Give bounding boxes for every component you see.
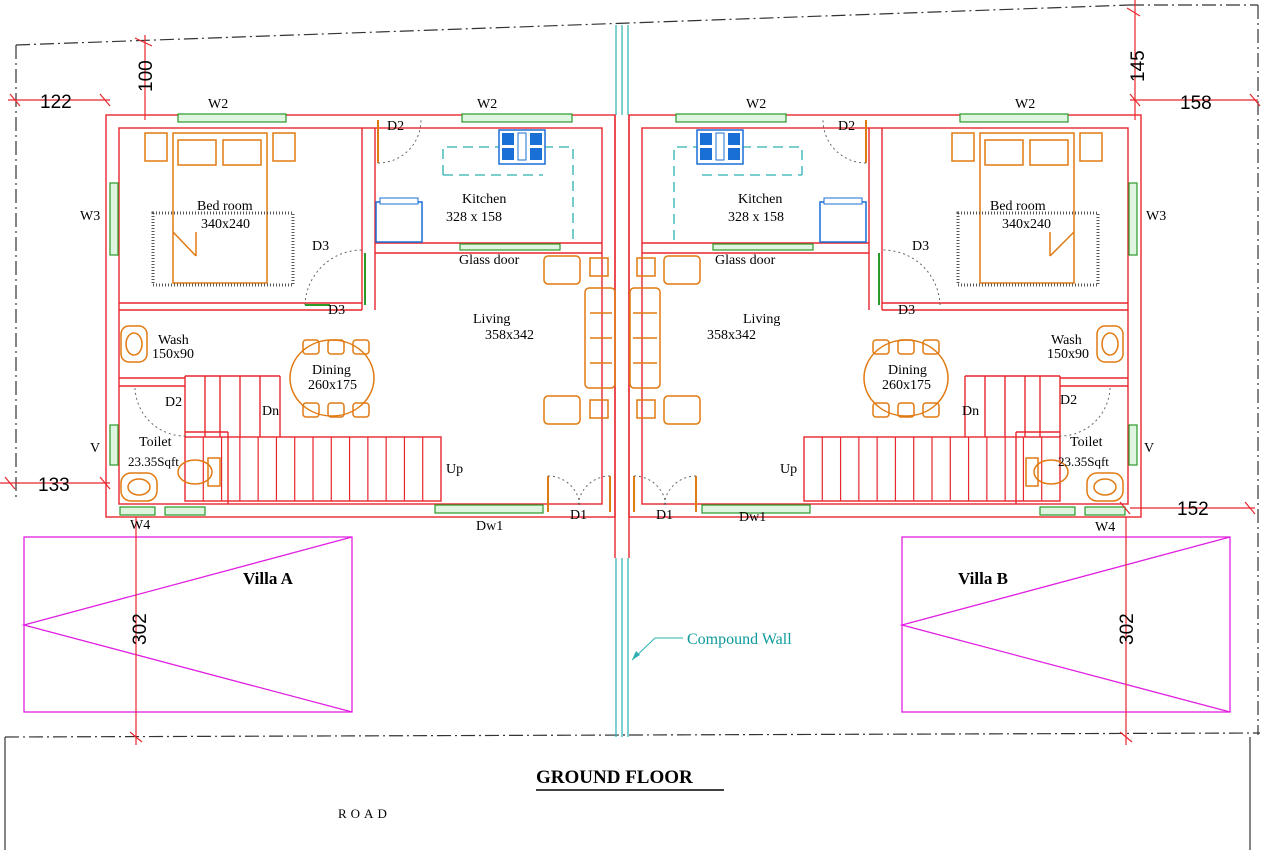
villa-b-wash-size: 150x90 (1047, 347, 1089, 362)
villa-b-toilet-size: 23.35Sqft (1058, 454, 1109, 469)
villa-b-door-d3-top: D3 (912, 239, 929, 254)
villa-a-door-d1: D1 (570, 508, 587, 523)
plot-boundary (4, 4, 1261, 850)
villa-b-bedroom-size: 340x240 (1002, 217, 1051, 232)
villa-a-stove-icon (498, 129, 546, 165)
villa-a-wash-size: 150x90 (152, 347, 194, 362)
villa-a-dining-size: 260x175 (308, 378, 357, 393)
dim-152: 152 (1177, 499, 1209, 520)
villa-a-stairs-up: Up (446, 462, 463, 477)
villa-b-toilet-icon (1025, 457, 1069, 487)
villa-b-door-d2-kitchen: D2 (838, 119, 855, 134)
villa-a-glass-door-label: Glass door (459, 253, 520, 268)
villa-b-wash-basin (1086, 325, 1124, 502)
villa-b-window-w4: W4 (1095, 520, 1115, 535)
villa-b-stairs-up: Up (780, 462, 797, 477)
villa-a-kitchen-counter (375, 146, 574, 243)
villa-b-dining-label: Dining (888, 363, 927, 378)
villa-b-window-w3: W3 (1146, 209, 1166, 224)
villa-a-door-d2-kitchen: D2 (387, 119, 404, 134)
villa-a-dining-table (289, 339, 375, 418)
villa-a-door-d3-top: D3 (312, 239, 329, 254)
road-label: ROAD (338, 806, 391, 821)
villa-a-vent-v: V (90, 441, 100, 456)
compound-wall: Compound Wall (615, 25, 792, 737)
villa-a-bedroom-label: Bed room (197, 199, 253, 214)
page-title: GROUND FLOOR (536, 767, 693, 788)
villa-b-door-window-dw1: Dw1 (739, 510, 766, 525)
villa-a-stairs-down: Dn (262, 404, 279, 419)
compound-wall-label: Compound Wall (687, 631, 792, 648)
villa-b-kitchen-counter (673, 146, 867, 243)
villa-b-name: Villa B (958, 569, 1008, 588)
villa-a-door-d3-bottom: D3 (328, 303, 345, 318)
villa-a-wash-basin (120, 325, 158, 502)
villa-b-bedroom-label: Bed room (990, 199, 1046, 214)
villa-b-toilet-label: Toilet (1070, 435, 1103, 450)
dim-133: 133 (38, 475, 70, 496)
dim-302-a: 302 (130, 613, 151, 645)
villa-a-window-w2-bedroom: W2 (208, 97, 228, 112)
villa-b-glass-door-label: Glass door (715, 253, 776, 268)
villa-a-wash-label: Wash (158, 333, 189, 348)
villa-a-name: Villa A (243, 569, 294, 588)
dimension-lines (0, 0, 1261, 745)
dim-302-b: 302 (1117, 613, 1138, 645)
villa-b-living-size: 358x342 (707, 328, 756, 343)
villa-a-door-d2-toilet: D2 (165, 395, 182, 410)
villa-a-window-w3: W3 (80, 209, 100, 224)
dim-158: 158 (1180, 93, 1212, 114)
villa-a-toilet-size: 23.35Sqft (128, 454, 179, 469)
windows (109, 113, 1138, 516)
villa-b-dining-table (863, 339, 949, 418)
villa-b-wash-label: Wash (1051, 333, 1082, 348)
villa-b-bed (951, 132, 1103, 287)
villa-b-door-d2-toilet: D2 (1060, 393, 1077, 408)
villa-a-window-w4: W4 (130, 518, 150, 533)
villa-b-kitchen-label: Kitchen (738, 192, 782, 207)
doors (134, 119, 1111, 512)
villa-a-parking (21, 536, 353, 713)
villa-b-dining-size: 260x175 (882, 378, 931, 393)
villa-a-sofa (543, 255, 616, 425)
villa-a-toilet-label: Toilet (139, 435, 172, 450)
villa-b-kitchen-size: 328 x 158 (728, 210, 784, 225)
villa-a-window-w2-kitchen: W2 (477, 97, 497, 112)
villa-a-living-size: 358x342 (485, 328, 534, 343)
villa-a-living-label: Living (473, 312, 510, 327)
villa-b-living-label: Living (743, 312, 780, 327)
dim-145: 145 (1128, 50, 1149, 82)
dim-100: 100 (136, 60, 157, 92)
villa-a-bed (144, 132, 296, 287)
villa-b-door-d1: D1 (656, 508, 673, 523)
villa-b-sofa (629, 255, 701, 425)
villa-b-stairs-down: Dn (962, 404, 979, 419)
villa-b-parking (899, 536, 1231, 713)
villa-b-stair-treads (821, 437, 1043, 501)
villa-a-kitchen-label: Kitchen (462, 192, 506, 207)
villa-b-stove-icon (696, 129, 744, 165)
villa-b-door-d3-bottom: D3 (898, 303, 915, 318)
villa-b-vent-v: V (1144, 441, 1154, 456)
villa-a-kitchen-size: 328 x 158 (446, 210, 502, 225)
villa-a-dining-label: Dining (312, 363, 351, 378)
dim-122: 122 (40, 92, 72, 113)
villa-a-stair-treads (202, 437, 424, 501)
villa-a-toilet-icon (177, 457, 221, 487)
villa-b-window-w2-bedroom: W2 (1015, 97, 1035, 112)
villa-b-window-w2-kitchen: W2 (746, 97, 766, 112)
villa-a-bedroom-size: 340x240 (201, 217, 250, 232)
villa-a-door-window-dw1: Dw1 (476, 519, 503, 534)
